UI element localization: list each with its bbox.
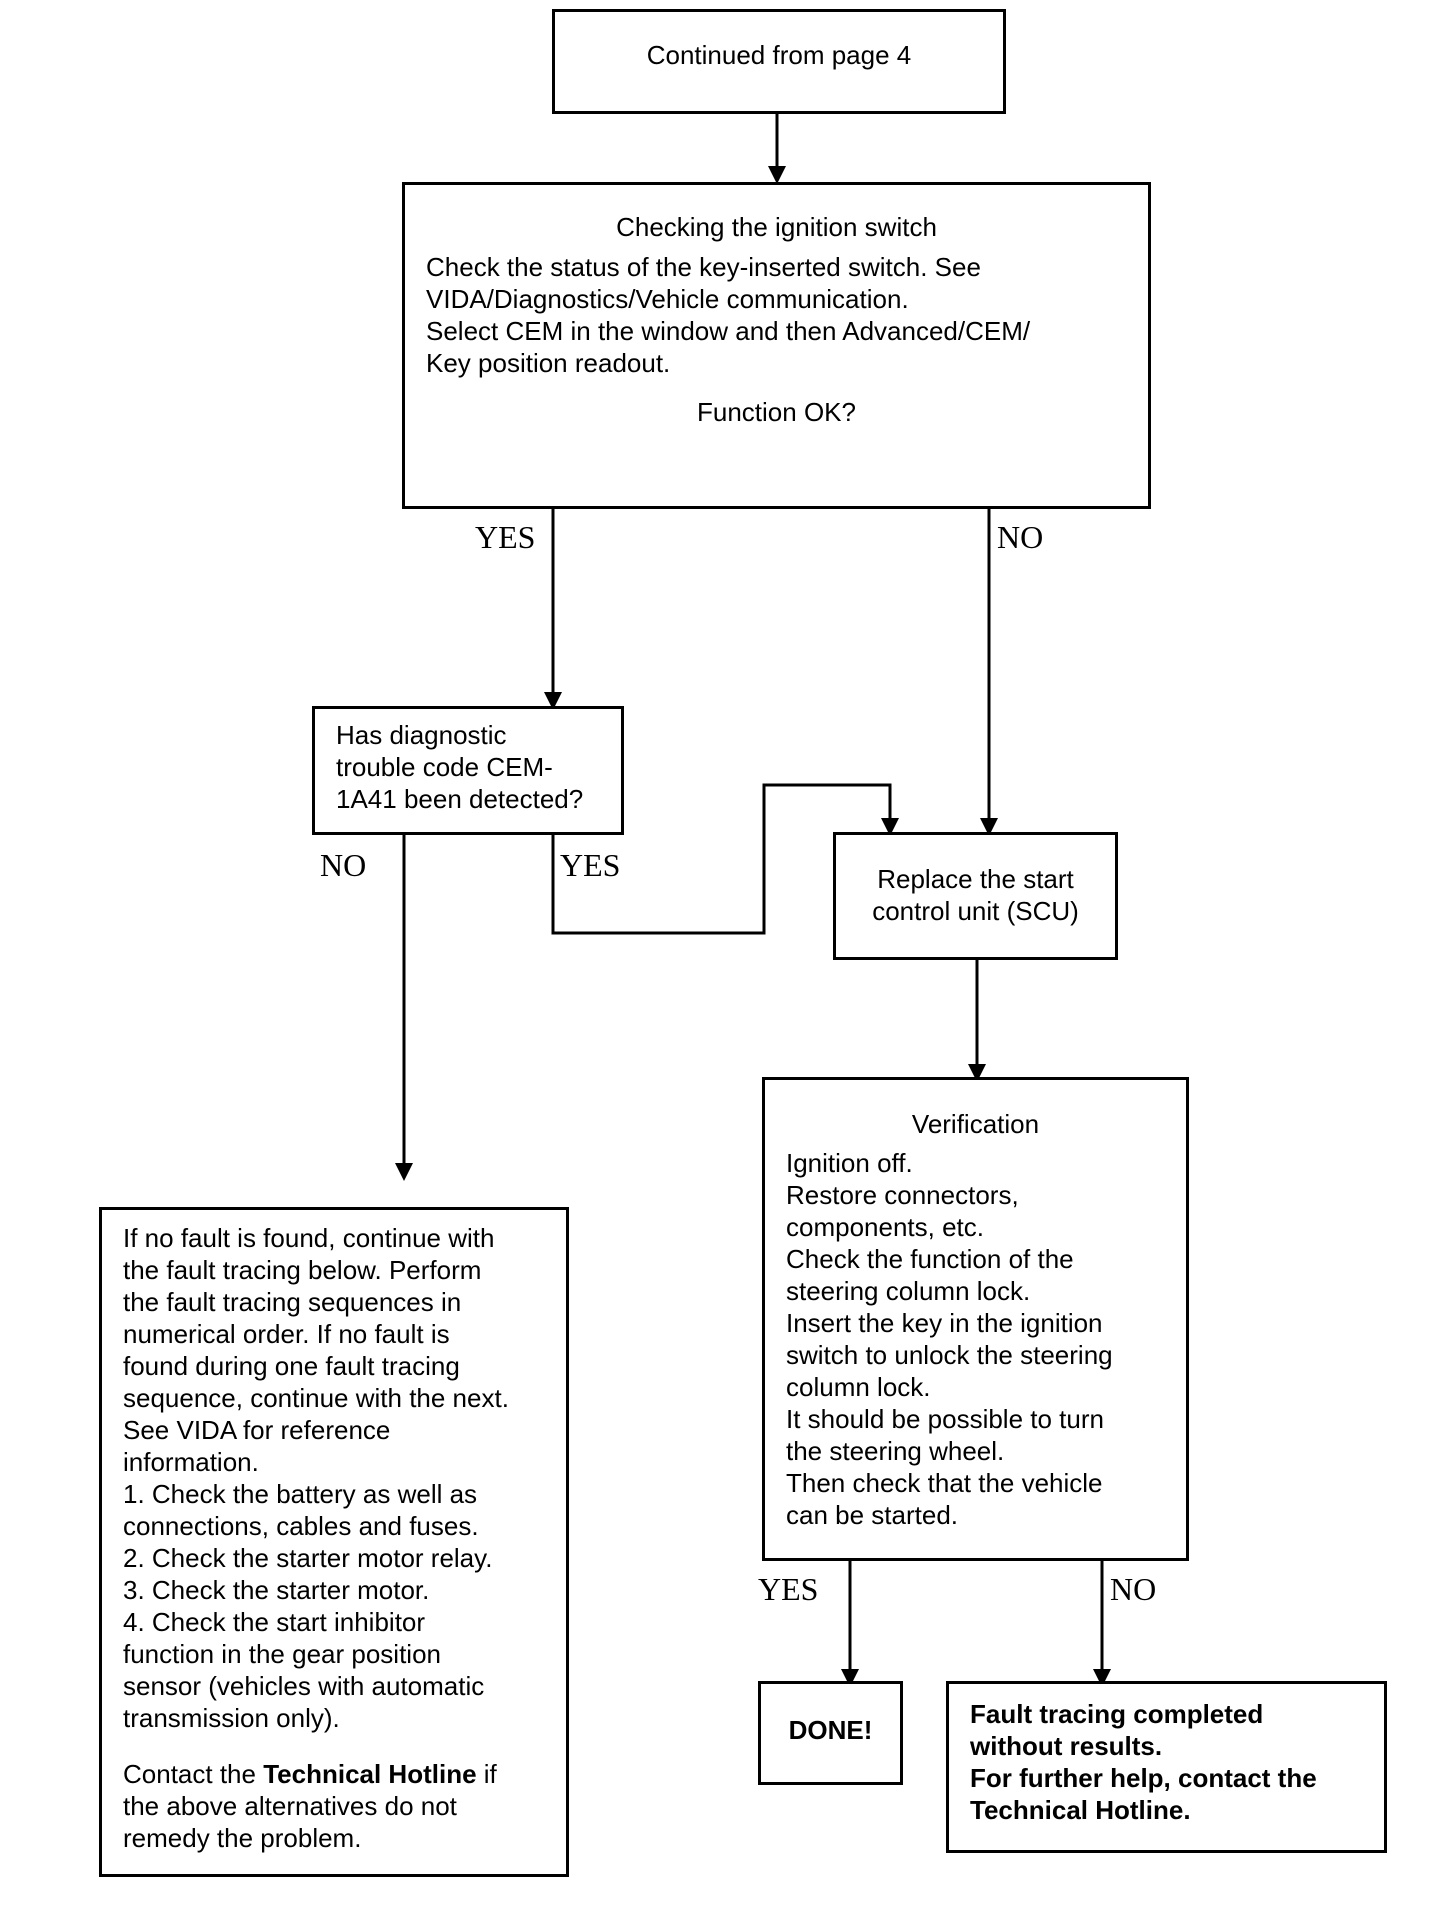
verification-box: Verification Ignition off. Restore conne…: [762, 1077, 1189, 1561]
hotline-note-prefix: Contact the: [123, 1759, 264, 1789]
no-result-box: Fault tracing completed without results.…: [946, 1681, 1387, 1853]
replace-scu-box: Replace the start control unit (SCU): [833, 832, 1118, 960]
arrowhead: [1093, 1669, 1111, 1687]
arrowhead: [980, 818, 998, 836]
hotline-note-name: Technical Hotline: [263, 1759, 477, 1789]
verification-no-label: NO: [1110, 1571, 1157, 1607]
arrowhead: [968, 1064, 986, 1082]
start-box: Continued from page 4: [552, 9, 1006, 114]
start-box-text: Continued from page 4: [646, 40, 912, 70]
dtc-question-box: Has diagnostic trouble code CEM- 1A41 be…: [312, 706, 624, 835]
verification-yes-label: YES: [758, 1571, 819, 1607]
ignition-switch-check-box: Checking the ignition switch Check the s…: [402, 182, 1151, 509]
arrowhead: [881, 818, 899, 836]
hotline-note-suffix: if the above alternatives do not remedy …: [123, 1759, 497, 1853]
ignition-no-label: NO: [997, 519, 1044, 555]
fault-tracing-steps: If no fault is found, continue with the …: [123, 1223, 509, 1733]
arrowhead: [841, 1669, 859, 1687]
verification-title: Verification: [911, 1109, 1040, 1139]
done-box: DONE!: [758, 1681, 903, 1785]
technical-hotline-note: Contact the Technical Hotline if the abo…: [123, 1758, 560, 1854]
verification-steps: Ignition off. Restore connectors, compon…: [786, 1148, 1113, 1530]
ignition-check-question: Function OK?: [697, 397, 856, 427]
dtc-no-label: NO: [320, 847, 367, 883]
no-result-text: Fault tracing completed without results.…: [970, 1699, 1317, 1825]
dtc-yes-label: YES: [560, 847, 621, 883]
done-text: DONE!: [788, 1715, 873, 1745]
replace-scu-text: Replace the start control unit (SCU): [872, 864, 1079, 926]
ignition-yes-label: YES: [475, 519, 536, 555]
ignition-check-title: Checking the ignition switch: [616, 212, 937, 242]
ignition-check-instructions: Check the status of the key-inserted swi…: [426, 252, 1031, 378]
arrowhead: [544, 692, 562, 710]
dtc-question-text: Has diagnostic trouble code CEM- 1A41 be…: [336, 720, 584, 814]
fault-tracing-box: If no fault is found, continue with the …: [99, 1207, 569, 1877]
arrowhead: [395, 1163, 413, 1181]
arrowhead: [768, 166, 786, 184]
connector-dtc-yes-to-scu: [551, 783, 892, 935]
